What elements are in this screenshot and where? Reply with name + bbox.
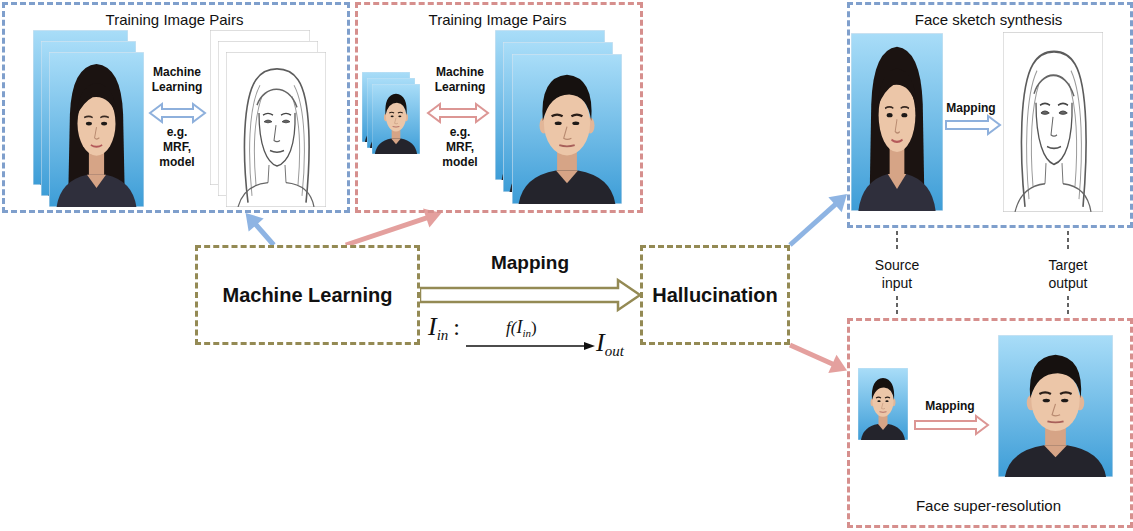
mapping-block-arrow [420,280,640,310]
double-arrow [150,104,205,122]
math-function: f( [506,318,516,337]
box-title: Training Image Pairs [358,11,637,30]
arrowhead [246,213,264,232]
face-sketch [226,52,326,207]
leader-line [1067,231,1068,252]
formula-output: Iout [596,330,624,356]
face-photo [851,33,943,211]
connector-line [790,203,837,245]
connector [790,194,847,245]
arrowhead [828,194,847,212]
block-arrow-shape [420,280,640,310]
mapping-arrow [915,416,988,434]
connector-line [346,217,428,245]
training-box: Training Image PairsMachine Learning e.g.… [2,2,350,213]
math-subscript: out [605,343,624,359]
method-note: e.g. MRF, model [153,125,201,170]
math-subscript: in [437,327,449,343]
training-box: Training Image PairsMachine Learning e.g.… [355,2,643,213]
mapping-label: Mapping [943,101,999,116]
connector [246,213,274,245]
formula-arrowhead [584,342,595,350]
leader-line [1067,296,1068,317]
math-symbol: I [428,312,437,341]
mapping-label: Mapping [915,399,985,414]
math-symbol: I [596,328,605,357]
mapping-arrow [946,116,1000,134]
application-box: Face sketch synthesisMapping [847,2,1133,228]
math-bracket: ) [531,318,537,337]
math-subscript: in [522,327,531,339]
process-box: Machine Learning [195,245,420,345]
box-label: Hallucination [652,283,778,308]
connector-line [790,345,834,365]
double-arrow [428,104,488,122]
low-res-face [858,368,908,440]
edge-label: Mapping [491,252,569,274]
axis-note: Target output [1033,256,1103,292]
arrowhead [828,355,847,373]
math-colon: : [453,314,460,340]
face-photo [49,52,144,207]
high-res-face [998,335,1113,477]
application-box: MappingFace super-resolution [847,318,1133,528]
math-symbol: I [516,317,522,337]
process-box: Hallucination [640,245,790,345]
box-label: Machine Learning [222,283,392,308]
high-res-face [512,54,622,204]
leader-line [896,296,897,317]
method-label: Machine Learning [428,65,492,95]
leader-line [896,231,897,252]
axis-note: Source input [862,256,932,292]
connector [346,209,442,245]
box-title: Training Image Pairs [5,11,344,30]
method-label: Machine Learning [147,65,207,95]
low-res-face [372,84,420,154]
connector [790,345,847,373]
box-title: Face super-resolution [850,497,1127,516]
face-sketch [1003,32,1103,212]
connector-line [255,224,274,245]
formula-input: Iin: [428,314,460,340]
formula-arrow [466,345,585,346]
box-title: Face sketch synthesis [850,11,1127,30]
method-note: e.g. MRF, model [436,125,484,170]
formula-function: f(Iin) [506,318,537,336]
